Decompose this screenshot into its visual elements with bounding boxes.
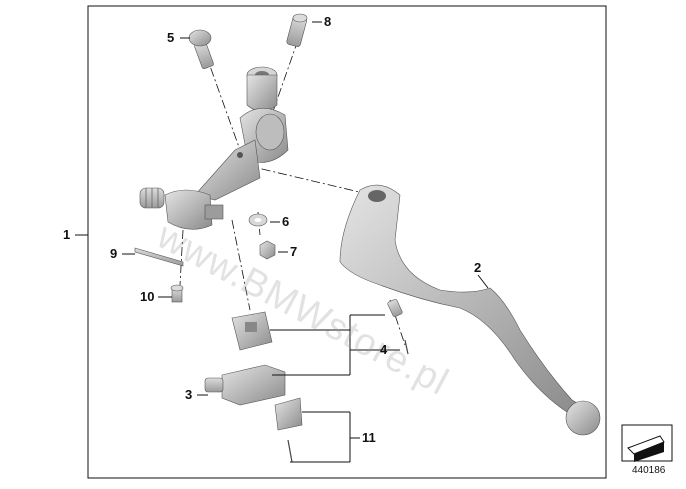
callout-6: 6 bbox=[282, 214, 290, 229]
pin-4-upper bbox=[387, 298, 409, 355]
pin-9 bbox=[134, 247, 184, 267]
washer-6-hole bbox=[254, 218, 262, 222]
bracket-lines bbox=[270, 314, 400, 463]
callout-7: 7 bbox=[290, 244, 298, 259]
callout-2: 2 bbox=[474, 260, 482, 275]
callout-5: 5 bbox=[167, 30, 175, 45]
switch-parts bbox=[204, 311, 303, 463]
callout-1: 1 bbox=[63, 227, 71, 242]
callout-3: 3 bbox=[185, 387, 193, 402]
nut-7 bbox=[259, 240, 276, 260]
direction-icon bbox=[621, 424, 673, 462]
bolt-8 bbox=[286, 13, 308, 47]
adjuster-knob bbox=[139, 187, 165, 209]
screw-10 bbox=[170, 284, 184, 303]
lever-housing bbox=[164, 66, 289, 230]
diagram-frame bbox=[87, 5, 607, 479]
callout-10: 10 bbox=[140, 289, 155, 304]
callout-leaders bbox=[122, 21, 489, 396]
image-number: 440186 bbox=[632, 465, 666, 476]
callout-8: 8 bbox=[324, 14, 332, 29]
callout-9: 9 bbox=[110, 246, 118, 261]
bolt-5 bbox=[188, 29, 214, 70]
clutch-lever-2 bbox=[339, 184, 601, 436]
callout-4: 4 bbox=[380, 342, 388, 357]
callout-11: 11 bbox=[362, 430, 376, 445]
